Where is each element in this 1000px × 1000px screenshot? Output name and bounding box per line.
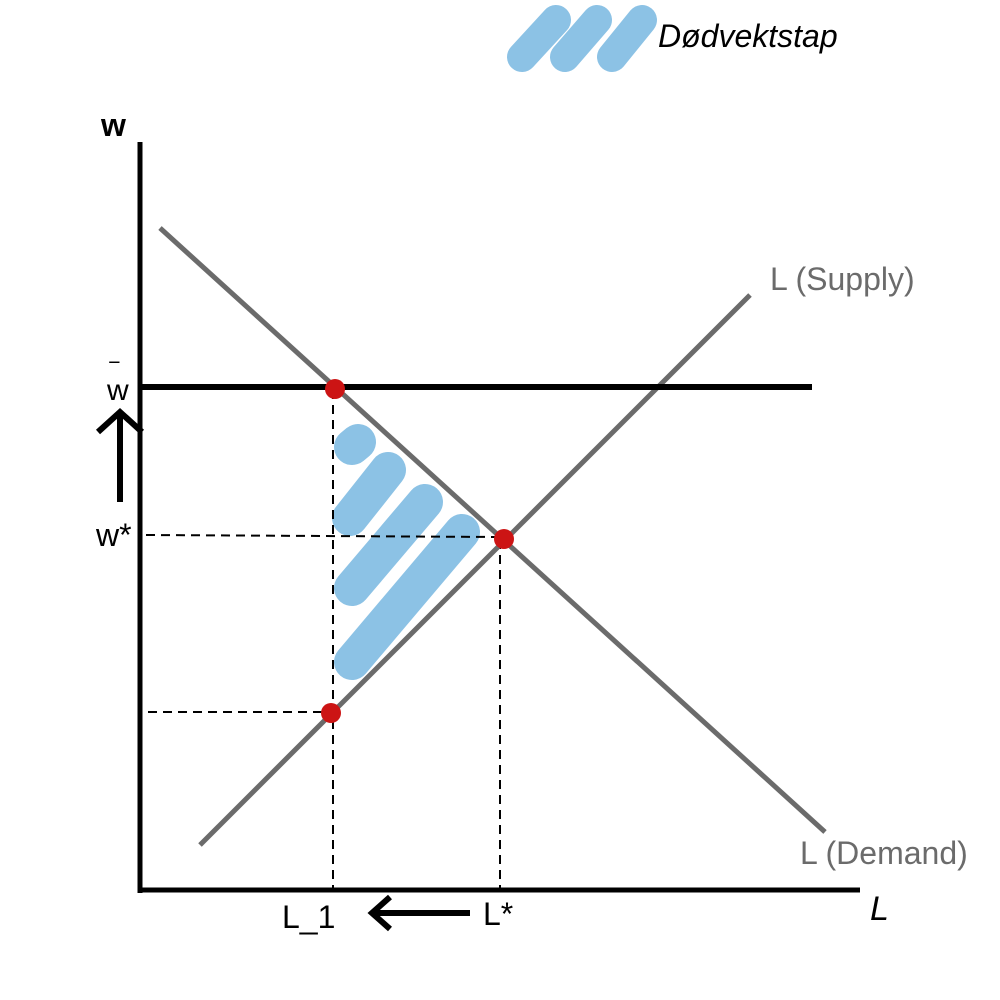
equilibrium-point [494,529,514,549]
demand-curve [158,226,827,834]
up-arrow-head [95,407,145,435]
legend-swatch-stroke [550,5,612,72]
legend-swatch [507,5,657,72]
lstar-label: L* [483,896,513,932]
demand-label: L (Demand) [800,835,968,871]
guide-lines [145,390,501,888]
x-axis-label: L [870,890,889,928]
deadweight-stroke [334,514,480,680]
wstar-label: w* [95,517,132,553]
legend-swatch-stroke [597,5,657,72]
deadweight-stroke [334,484,443,606]
deadweight-stroke [332,452,406,536]
y-axis-label: w [100,107,126,143]
legend-label: Dødvektstap [658,18,838,54]
left-arrow-head [367,894,392,932]
supply-label: L (Supply) [770,261,915,297]
legend-swatch-stroke [507,5,571,72]
left-arrow-icon [367,894,470,932]
supply-at-l1-point [321,703,341,723]
up-arrow-icon [95,407,145,502]
deadweight-loss-area [332,424,480,680]
l1-label: L_1 [282,899,335,935]
wbar-symbol: ‾ [109,358,120,388]
supply-curve [198,293,752,847]
wbar-label: w [106,374,129,407]
deadweight-stroke [334,424,376,465]
price-floor-demand-point [325,379,345,399]
key-points [321,379,514,723]
